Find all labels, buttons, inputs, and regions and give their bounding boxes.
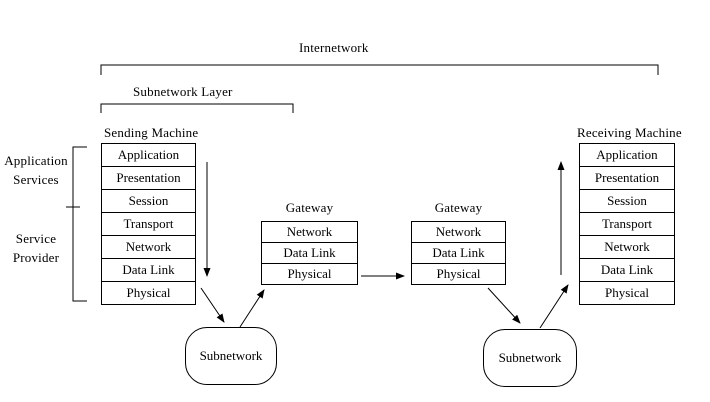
layer-row: Physical [604,285,650,300]
layer-row: Application [580,144,674,167]
arrow-sending-to-subnetwork1 [200,287,225,323]
layer-row: Physical [126,285,171,300]
layer-row: Network [580,236,674,259]
layer-row: Data Link [102,259,195,282]
layer-row: Network [102,236,195,259]
layer-row: Transport [102,213,195,236]
sending-machine-title: Sending Machine [104,125,199,140]
gateway2-title: Gateway [434,200,483,215]
receiving-machine-title: Receiving Machine [577,125,682,140]
layer-row: Presentation [102,167,195,190]
service-provider-label: Service Provider [0,229,72,267]
service-provider-line1: Service [15,231,57,246]
layer-row: Application [102,144,195,167]
internetwork-bracket [100,64,659,75]
layer-row: Transport [580,213,674,236]
service-provider-line2: Provider [12,250,60,265]
layer-row: Network [412,222,505,243]
arrow-gateway2-to-subnetwork2 [487,287,521,324]
layer-row: Network [262,222,357,243]
layer-row: Session [580,190,674,213]
subnetwork1-label: Subnetwork [199,348,263,363]
arrow-subnetwork1-to-gateway1 [239,289,265,328]
left-bracket [72,146,87,302]
layer-row: Data Link [580,259,674,282]
layer-row: Physical [287,266,332,281]
subnetwork2-node: Subnetwork [483,329,577,387]
sending-machine-stack: Application Presentation Session Transpo… [101,143,196,305]
subnetwork2-label: Subnetwork [498,350,562,365]
application-services-label: Application Services [0,151,72,189]
layer-row: Physical [436,266,481,281]
arrow-subnetwork2-to-receiving [539,284,569,329]
subnetwork-layer-label: Subnetwork Layer [133,84,233,99]
application-services-line1: Application [4,153,68,168]
subnetwork1-node: Subnetwork [185,327,277,385]
gateway2-stack: Network Data Link Physical [411,221,506,285]
internetwork-label: Internetwork [299,40,369,55]
layer-row: Data Link [262,243,357,264]
layer-row: Data Link [412,243,505,264]
layer-row: Session [102,190,195,213]
gateway1-title: Gateway [285,200,334,215]
application-services-line2: Services [13,172,59,187]
subnetwork-layer-bracket [100,103,294,113]
layer-row: Presentation [580,167,674,190]
receiving-machine-stack: Application Presentation Session Transpo… [579,143,675,305]
gateway1-stack: Network Data Link Physical [261,221,358,285]
